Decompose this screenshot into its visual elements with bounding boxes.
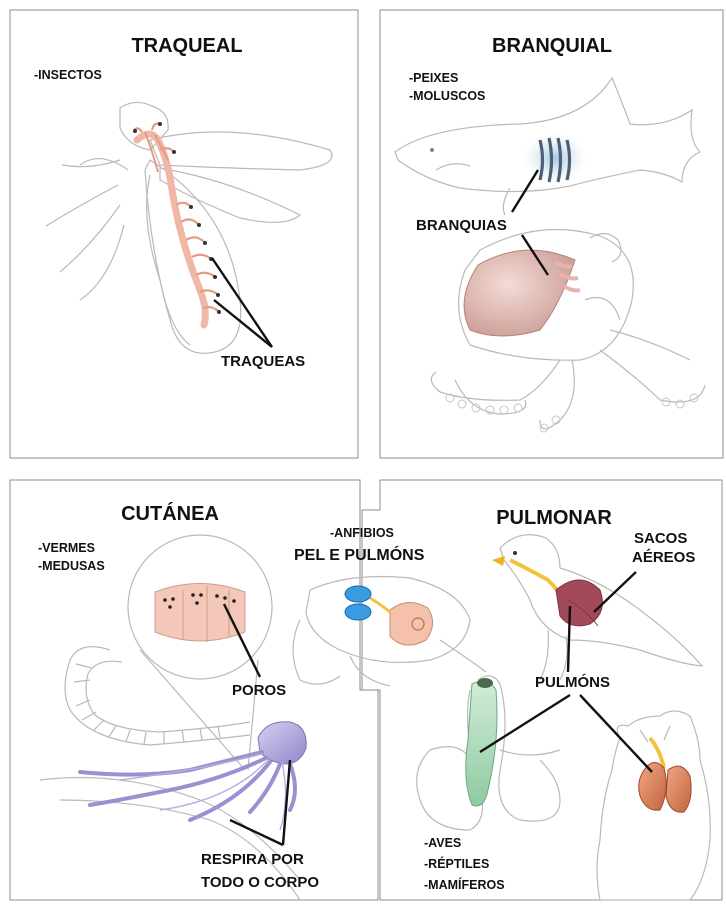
panel-cutanea: CUTÁNEA -VERMES -MEDUSAS bbox=[10, 480, 378, 900]
anfibios-group: -ANFIBIOS bbox=[330, 526, 394, 540]
skin-segment bbox=[155, 584, 245, 643]
pel-pulmons-label: PEL E PULMÓNS bbox=[294, 545, 425, 564]
traqueas-label: TRAQUEAS bbox=[221, 353, 305, 370]
pulmonar-group-aves: -AVES bbox=[424, 836, 461, 850]
panel-cutanea-title: CUTÁNEA bbox=[121, 502, 219, 525]
poros-label: POROS bbox=[232, 682, 286, 699]
sacos-label-line2: AÉREOS bbox=[632, 549, 695, 566]
panel-branquial-title: BRANQUIAL bbox=[492, 35, 612, 57]
panel-pulmonar-title: PULMONAR bbox=[496, 507, 612, 529]
cutanea-group-medusas: -MEDUSAS bbox=[38, 559, 105, 573]
branquias-label: BRANQUIAS bbox=[416, 217, 507, 234]
traqueal-group-insectos: -INSECTOS bbox=[34, 68, 102, 82]
sacos-label-line1: SACOS bbox=[634, 530, 687, 547]
cutanea-group-vermes: -VERMES bbox=[38, 541, 95, 555]
branquial-group-moluscos: -MOLUSCOS bbox=[409, 89, 485, 103]
respira-label-line2: TODO O CORPO bbox=[201, 874, 319, 891]
panel-traqueal: TRAQUEAL -INSECTOS bbox=[10, 10, 358, 458]
pulmonar-group-mamiferos: -MAMÍFEROS bbox=[424, 877, 505, 892]
panel-traqueal-title: TRAQUEAL bbox=[131, 35, 242, 57]
gill-glow bbox=[523, 132, 587, 184]
pulmons-label: PULMÓNS bbox=[535, 673, 610, 691]
pulmonar-group-repteis: -RÉPTILES bbox=[424, 856, 489, 871]
branquial-group-peixes: -PEIXES bbox=[409, 71, 458, 85]
panel-branquial: BRANQUIAL -PEIXES -MOLUSCOS bbox=[380, 10, 723, 458]
respira-label-line1: RESPIRA POR bbox=[201, 851, 304, 868]
